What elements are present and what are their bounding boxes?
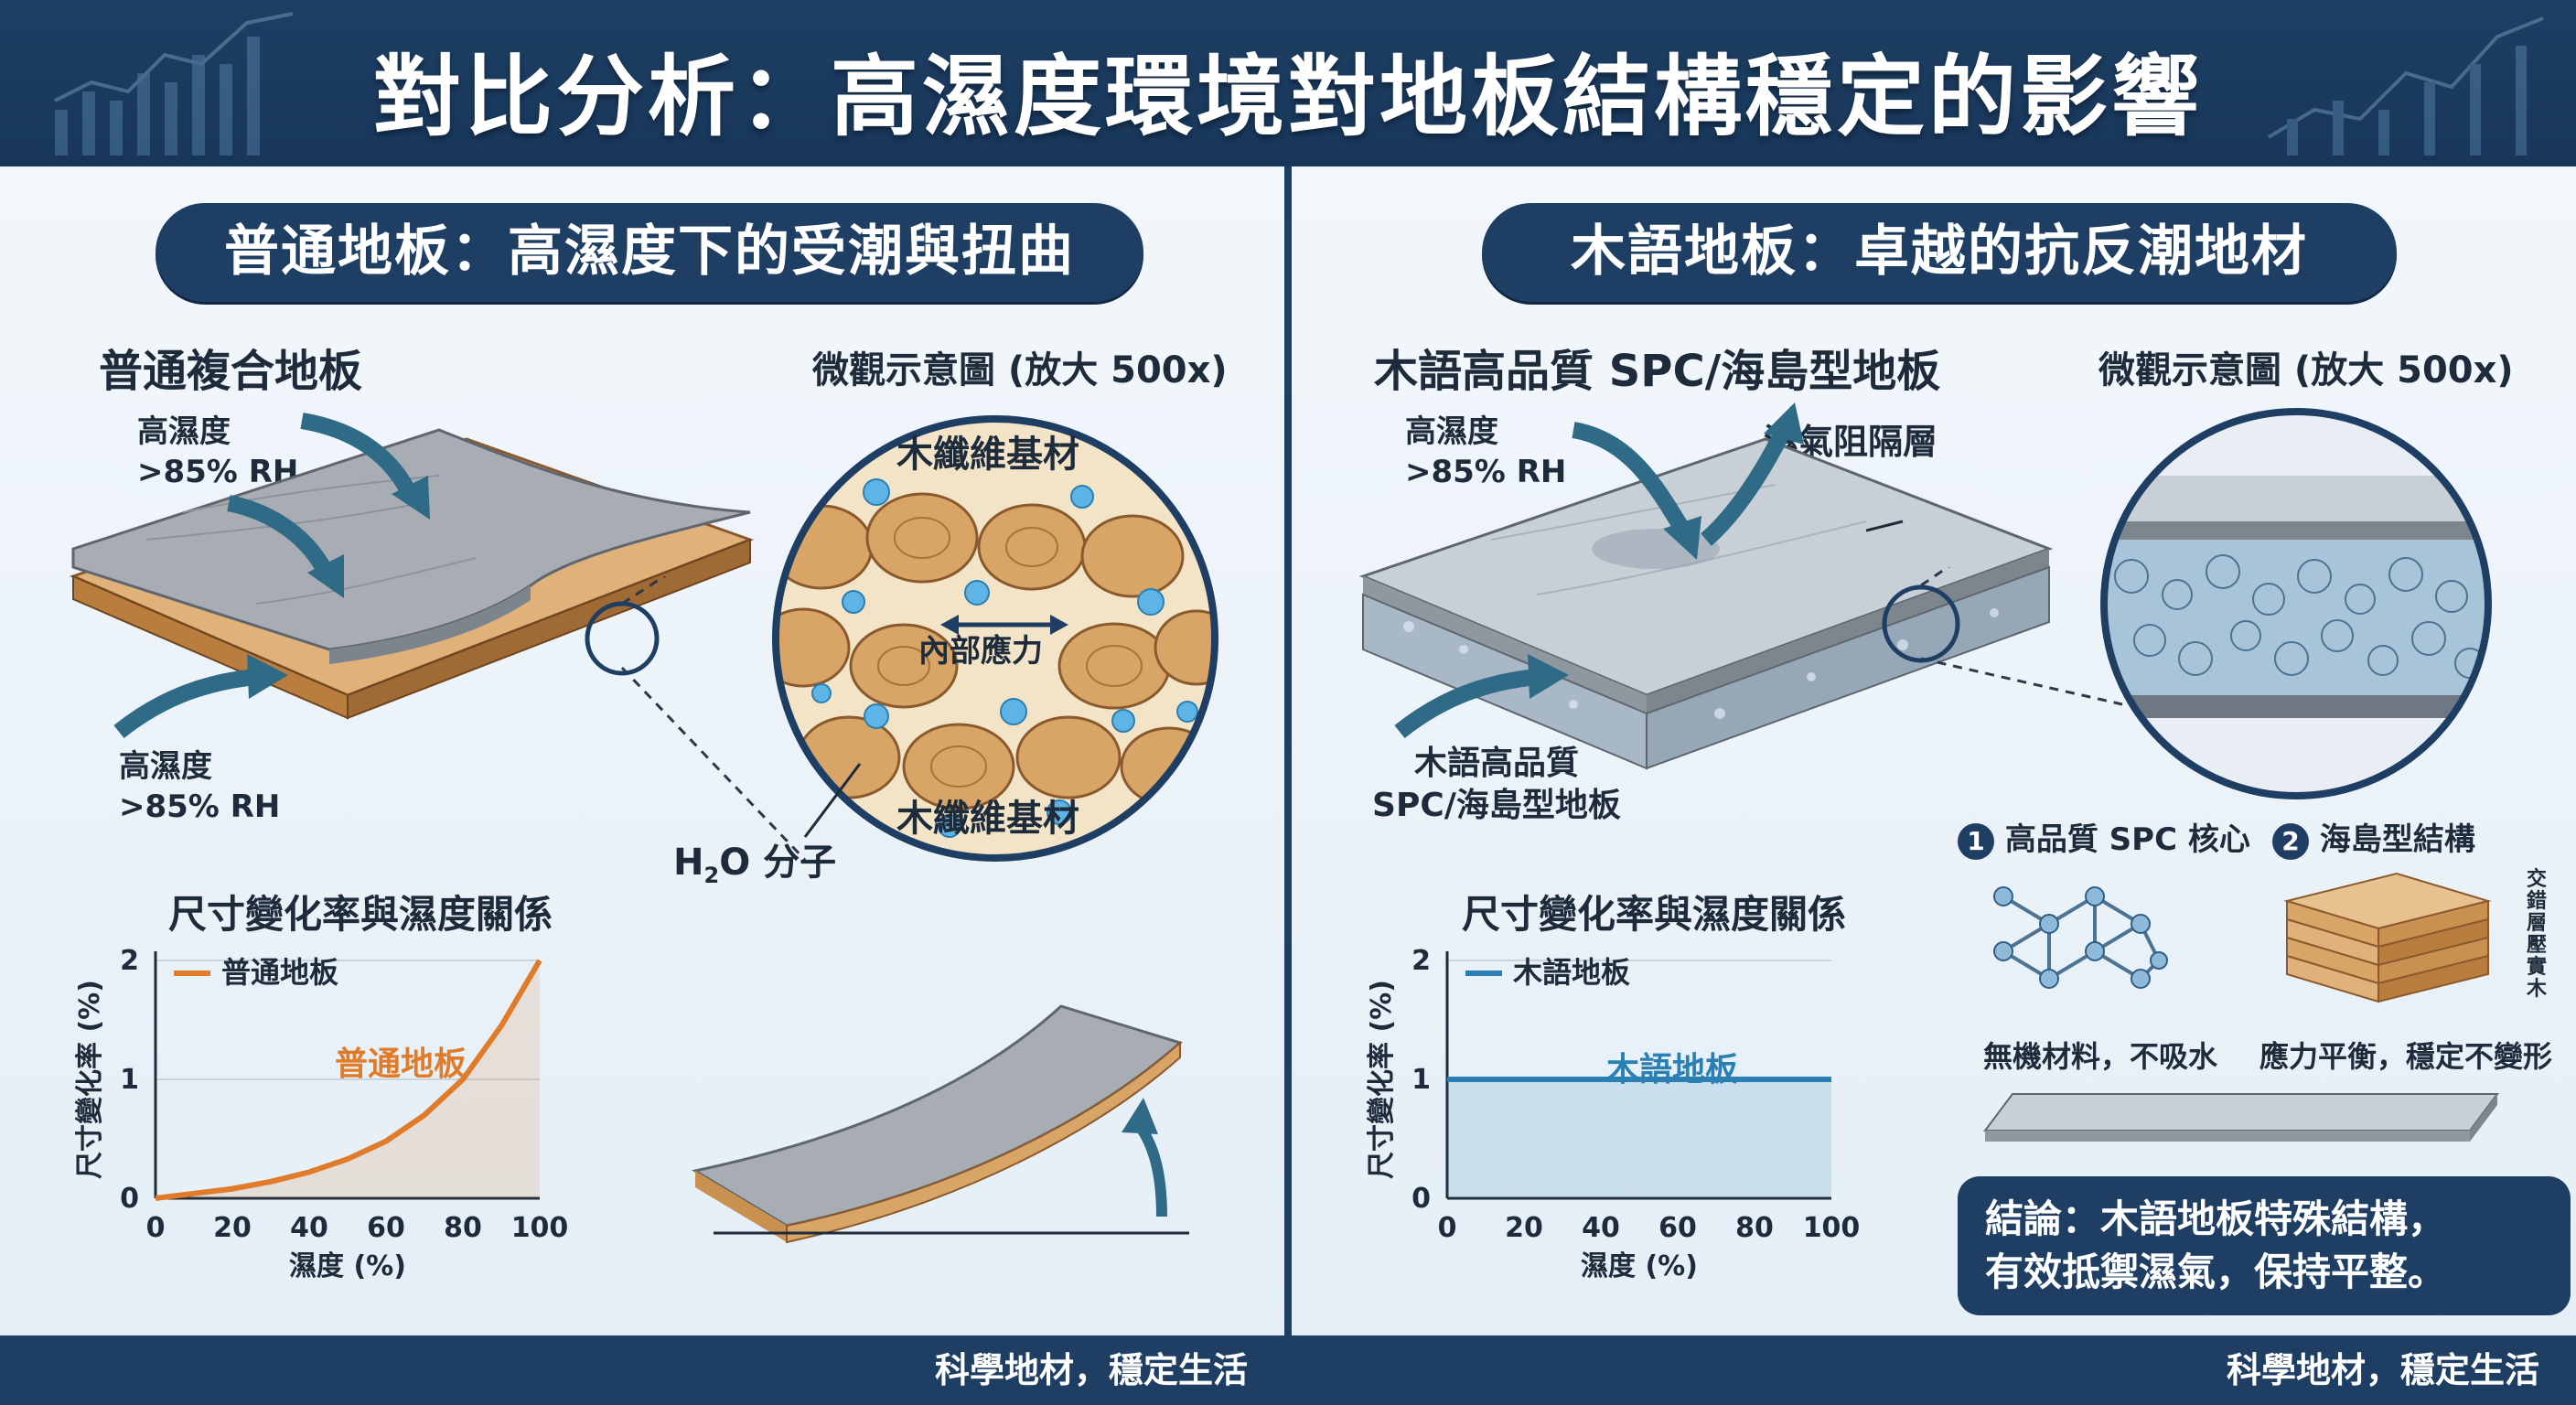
cross-laminated-label: 交錯層壓實木 bbox=[2526, 868, 2547, 1001]
feature-1-title: 高品質 SPC 核心 bbox=[2004, 821, 2250, 858]
left-chart-inline-label: 普通地板 bbox=[335, 1046, 467, 1083]
panel-divider bbox=[1284, 166, 1292, 1405]
left-chart-y-axis-label: 尺寸變化率 (%) bbox=[74, 980, 106, 1179]
left-footer: 科學地材，穩定生活 bbox=[0, 1335, 1284, 1405]
fiber-label-bottom: 木纖維基材 bbox=[896, 798, 1079, 840]
humidity-arrow-icon bbox=[227, 495, 344, 598]
right-chart-x-tick-label: 100 bbox=[1803, 1212, 1861, 1244]
stress-label: 內部應力 bbox=[918, 633, 1043, 670]
header-decor-graph-icon bbox=[2267, 16, 2544, 156]
feature-2-title: 海島型結構 bbox=[2319, 821, 2475, 858]
flat-board-illustration bbox=[1983, 1093, 2499, 1142]
humidity-arrow-icon bbox=[113, 654, 288, 739]
left-chart-x-axis-label: 濕度 (%) bbox=[289, 1250, 406, 1282]
feature-1-header: 1 高品質 SPC 核心 bbox=[1958, 814, 2250, 860]
left-chart-series-area bbox=[156, 960, 540, 1198]
right-micro-title: 微觀示意圖 (放大 500x) bbox=[2098, 349, 2514, 391]
right-chart-y-axis-label: 尺寸變化率 (%) bbox=[1366, 980, 1398, 1179]
left-chart-title: 尺寸變化率與濕度關係 bbox=[168, 892, 553, 937]
h2o-label: H2O 分子 bbox=[673, 832, 836, 888]
left-chart-x-tick-label: 80 bbox=[444, 1212, 482, 1244]
h2o-prefix: H bbox=[673, 842, 704, 884]
left-chart-y-tick-label: 0 bbox=[120, 1183, 139, 1215]
curled-board-illustration bbox=[691, 1004, 1189, 1244]
right-chart-x-tick-label: 20 bbox=[1505, 1212, 1543, 1244]
humidity-arrow-icon bbox=[1394, 654, 1569, 739]
spc-floor-illustration bbox=[1358, 437, 2054, 770]
left-chart-legend-label: 普通地板 bbox=[221, 955, 338, 990]
magnifier-connector-lines bbox=[1882, 567, 2123, 706]
right-chart-x-tick-label: 60 bbox=[1658, 1212, 1697, 1244]
right-footer-text: 科學地材，穩定生活 bbox=[2226, 1350, 2539, 1390]
conclusion-line2: 有效抵禦濕氣，保持平整。 bbox=[1985, 1249, 2447, 1294]
right-chart-x-tick-label: 40 bbox=[1582, 1212, 1620, 1244]
feature-2-header: 2 海島型結構 bbox=[2272, 814, 2475, 860]
left-humidity-bottom-value: >85% RH bbox=[119, 788, 281, 825]
right-footer: 科學地材，穩定生活 bbox=[1292, 1335, 2576, 1405]
spc-core-micro-view bbox=[2100, 408, 2492, 799]
moisture-deflect-arrow-icon bbox=[1572, 402, 1804, 560]
right-chart-y-tick-label: 2 bbox=[1411, 945, 1431, 977]
magnifier-connector-lines bbox=[585, 576, 807, 862]
cross-laminated-wood-icon bbox=[2283, 872, 2492, 1003]
barrier-pointer-line bbox=[1866, 520, 1904, 532]
right-core-label-line1: 木語高品質 bbox=[1413, 745, 1579, 782]
right-chart-y-tick-label: 1 bbox=[1411, 1064, 1431, 1096]
left-chart-y-tick-label: 2 bbox=[120, 945, 139, 977]
feature-2-number: 2 bbox=[2272, 823, 2309, 860]
left-chart-y-tick-label: 1 bbox=[120, 1064, 139, 1096]
right-humidity-value: >85% RH bbox=[1405, 454, 1567, 490]
right-chart-y-tick-label: 0 bbox=[1411, 1183, 1431, 1215]
molecular-lattice-icon bbox=[1993, 886, 2168, 989]
left-chart-x-tick-label: 20 bbox=[213, 1212, 252, 1244]
right-core-label-line2: SPC/海島型地板 bbox=[1372, 787, 1621, 824]
right-core-label: 木語高品質 SPC/海島型地板 bbox=[1359, 743, 1634, 827]
feature-2-desc: 應力平衡，穩定不變形 bbox=[2259, 1039, 2553, 1074]
right-chart-x-axis-label: 濕度 (%) bbox=[1581, 1250, 1698, 1282]
right-heading: 木語地板：卓越的抗反潮地材 bbox=[1482, 203, 2397, 302]
right-humidity-label: 高濕度 bbox=[1405, 413, 1498, 450]
right-chart-title: 尺寸變化率與濕度關係 bbox=[1462, 892, 1847, 937]
left-humidity-top-label: 高濕度 bbox=[137, 413, 231, 450]
header-decor-chart-icon bbox=[54, 12, 294, 156]
left-chart-x-tick-label: 40 bbox=[290, 1212, 328, 1244]
left-product-label: 普通複合地板 bbox=[99, 346, 363, 397]
warped-floor-illustration bbox=[69, 428, 755, 720]
right-product-label: 木語高品質 SPC/海島型地板 bbox=[1374, 346, 1941, 397]
right-chart-x-tick-label: 80 bbox=[1735, 1212, 1774, 1244]
fiber-label-top: 木纖維基材 bbox=[896, 434, 1079, 476]
wood-fiber-micro-view bbox=[772, 415, 1218, 862]
right-chart-x-tick-label: 0 bbox=[1438, 1212, 1457, 1244]
h2o-pointer-line bbox=[803, 763, 862, 838]
left-chart-x-tick-label: 60 bbox=[367, 1212, 405, 1244]
left-footer-text: 科學地材，穩定生活 bbox=[934, 1350, 1248, 1390]
left-humidity-bottom: 高濕度 >85% RH bbox=[119, 746, 302, 827]
humidity-arrow-icon bbox=[300, 413, 430, 520]
conclusion-box: 結論：木語地板特殊結構， 有效抵禦濕氣，保持平整。 bbox=[1958, 1176, 2571, 1315]
right-humidity: 高濕度 >85% RH bbox=[1405, 412, 1588, 492]
left-heading: 普通地板：高濕度下的受潮與扭曲 bbox=[156, 203, 1143, 302]
right-chart-inline-label: 木語地板 bbox=[1606, 1051, 1739, 1089]
right-chart-legend-label: 木語地板 bbox=[1512, 955, 1630, 990]
left-chart-x-tick-label: 0 bbox=[146, 1212, 166, 1244]
left-micro-title: 微觀示意圖 (放大 500x) bbox=[812, 349, 1228, 391]
left-chart-x-tick-label: 100 bbox=[511, 1212, 569, 1244]
conclusion-line1: 結論：木語地板特殊結構， bbox=[1985, 1196, 2447, 1241]
feature-1-desc: 無機材料，不吸水 bbox=[1983, 1039, 2218, 1074]
feature-1-number: 1 bbox=[1958, 823, 1994, 860]
header-banner bbox=[0, 0, 2576, 166]
right-chart-series-area bbox=[1447, 1079, 1831, 1198]
left-chart-series-line bbox=[155, 959, 542, 1201]
h2o-suffix: O 分子 bbox=[719, 842, 837, 884]
page-title: 對比分析：高濕度環境對地板結構穩定的影響 bbox=[373, 46, 2203, 148]
left-humidity-bottom-label: 高濕度 bbox=[119, 748, 212, 785]
h2o-subscript: 2 bbox=[703, 863, 720, 888]
